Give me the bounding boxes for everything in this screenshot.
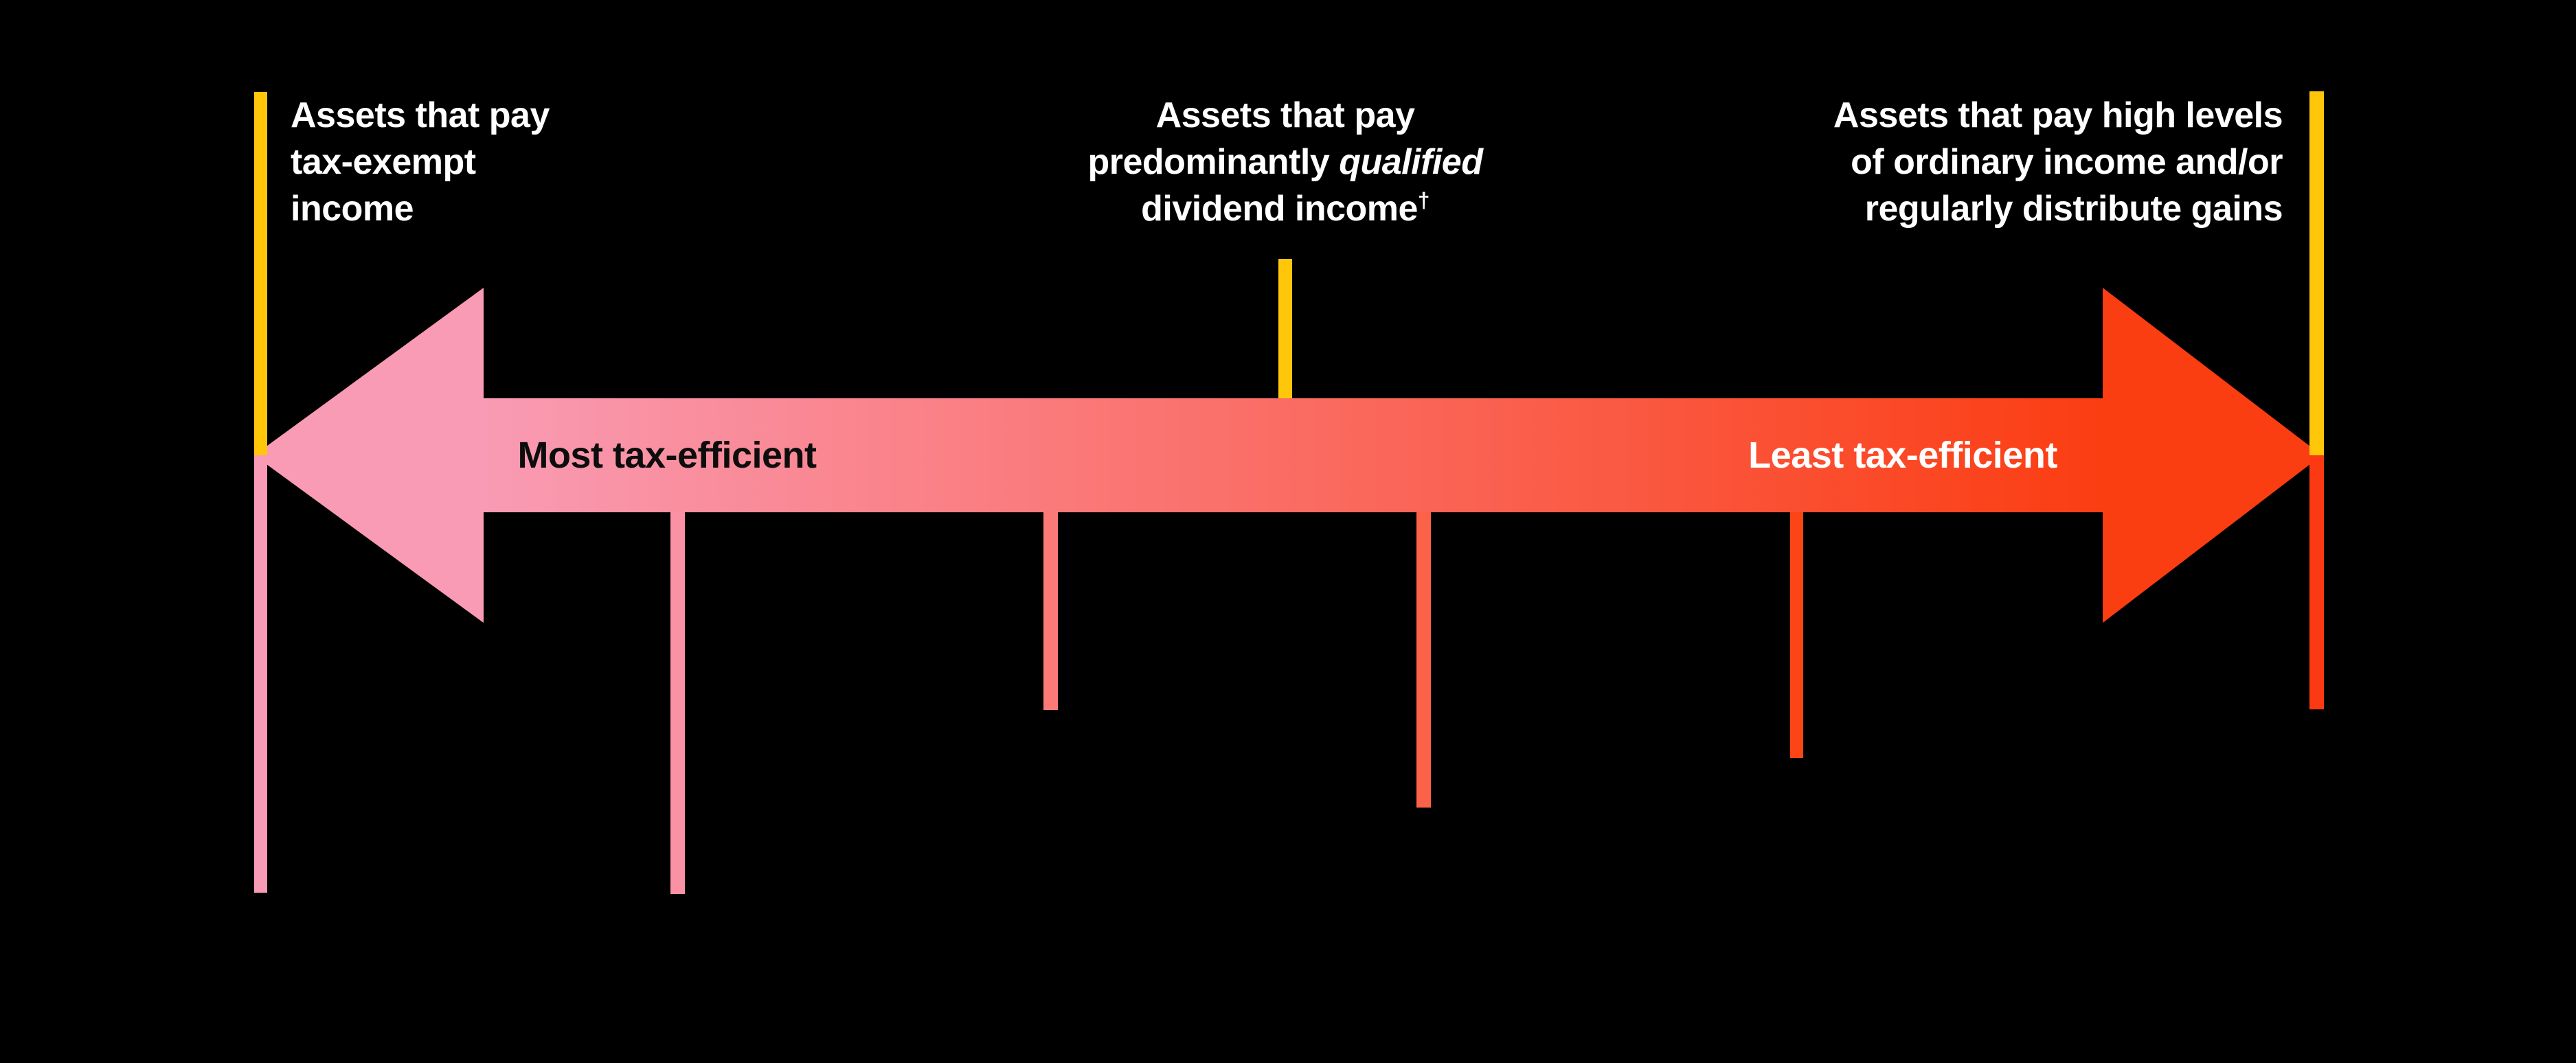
qualified-italic-text: qualified xyxy=(1339,142,1483,182)
tick-2 xyxy=(670,512,685,894)
center-axis-label-line3: dividend income† xyxy=(1141,188,1430,229)
left-axis-label-line3: income xyxy=(291,189,414,229)
arrow-shaft xyxy=(483,398,2103,512)
tick-far-left xyxy=(254,453,267,893)
right-axis-label-line1: Assets that pay high levels xyxy=(1833,95,2283,135)
center-axis-label-line2: predominantly qualified xyxy=(1087,142,1483,182)
tick-5 xyxy=(1790,512,1803,758)
tick-far-right xyxy=(2309,455,2324,709)
right-axis-label-line2: of ordinary income and/or xyxy=(1851,142,2283,182)
left-axis-label: Assets that pay tax-exempt income xyxy=(291,92,909,232)
yellow-marker-right xyxy=(2309,91,2324,455)
yellow-marker-center xyxy=(1278,259,1292,398)
center-axis-label: Assets that pay predominantly qualified … xyxy=(942,92,1629,232)
least-tax-efficient-label: Least tax-efficient xyxy=(1748,435,2057,476)
left-axis-label-line2: tax-exempt xyxy=(291,142,476,182)
tick-4 xyxy=(1416,512,1431,808)
left-axis-label-line1: Assets that pay xyxy=(291,95,550,135)
right-axis-label: Assets that pay high levels of ordinary … xyxy=(1596,92,2283,232)
most-tax-efficient-label: Most tax-efficient xyxy=(517,435,817,476)
dagger-footnote-mark: † xyxy=(1417,188,1430,213)
yellow-marker-left xyxy=(254,92,267,455)
center-axis-label-line1: Assets that pay xyxy=(1155,95,1415,135)
right-axis-label-line3: regularly distribute gains xyxy=(1864,189,2283,229)
tick-3 xyxy=(1043,512,1058,710)
